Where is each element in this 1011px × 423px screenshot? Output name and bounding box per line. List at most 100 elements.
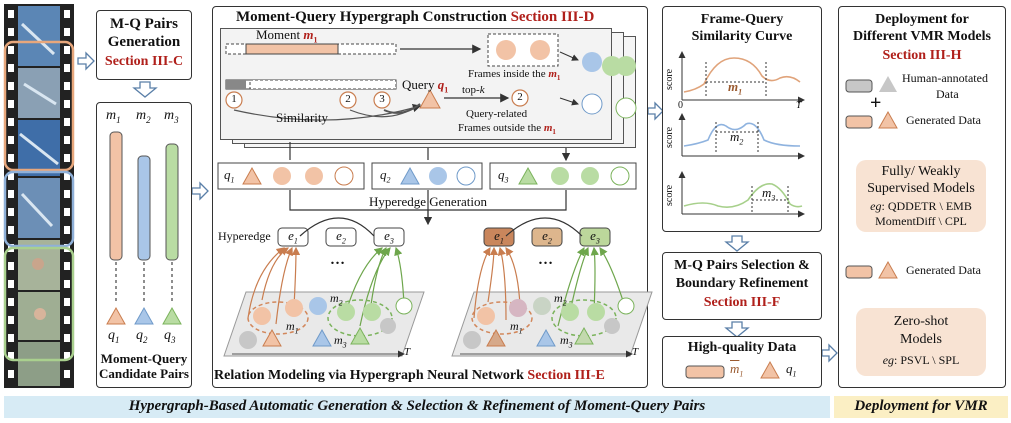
moment-1-highlight bbox=[3, 40, 75, 172]
deploy-title-2: Different VMR Models bbox=[853, 29, 991, 44]
arrow-selection-down bbox=[724, 321, 750, 338]
high-quality-data-box bbox=[662, 336, 822, 388]
hyperedge-e1-right bbox=[483, 227, 515, 247]
plus-sign: + bbox=[870, 92, 882, 114]
graph-m2-left: m2 bbox=[330, 291, 343, 308]
frames-inside-label: Frames inside the m1 bbox=[468, 68, 561, 83]
pair-q2-label: q2 bbox=[136, 328, 148, 345]
query-q1-triangle bbox=[419, 88, 441, 109]
bottom-banner-right bbox=[834, 396, 1008, 418]
moment-2-highlight bbox=[3, 170, 75, 248]
hyperedge-e3-left bbox=[373, 227, 405, 247]
zero-label-1: 0 bbox=[678, 100, 683, 111]
e3-right: e3 bbox=[590, 228, 600, 246]
pair-q1-label: q1 bbox=[108, 328, 120, 345]
zero-shot-panel bbox=[856, 308, 986, 376]
arrow-to-curve bbox=[647, 101, 664, 121]
hyperedge-e2-left bbox=[325, 227, 357, 247]
graph-m1-right: m1 bbox=[510, 319, 523, 336]
pair-q3-label: q3 bbox=[164, 328, 176, 345]
deploy-title-1: Deployment for bbox=[875, 12, 969, 27]
frame-node-2 bbox=[339, 91, 357, 109]
inside-frame-2 bbox=[530, 40, 550, 60]
curve-2 bbox=[683, 122, 801, 147]
arrow-to-deploy bbox=[821, 343, 838, 363]
film-strip-graphic bbox=[3, 6, 75, 386]
similarity-label: Similarity bbox=[276, 110, 328, 125]
moment-bar-2 bbox=[137, 155, 151, 261]
curve-m1: m1 bbox=[728, 79, 743, 97]
e3-left: e3 bbox=[384, 228, 394, 246]
hyperedge-e2-right bbox=[531, 227, 563, 247]
t-label-1: T bbox=[796, 100, 802, 111]
frame-node-3 bbox=[373, 91, 391, 109]
pairs-generation-title2: Generation bbox=[107, 34, 181, 50]
dots-right: … bbox=[538, 252, 553, 268]
query-related-label: Query-related bbox=[466, 108, 528, 120]
supervised-models-panel bbox=[856, 160, 986, 232]
frame-node-3-num: 3 bbox=[379, 93, 385, 105]
moment-bar-1 bbox=[109, 131, 123, 261]
e2-left: e2 bbox=[336, 228, 346, 246]
frames-outside-label: Frames outside the m1 bbox=[458, 122, 556, 137]
curve-1 bbox=[683, 57, 801, 93]
inside-frame-1 bbox=[496, 40, 516, 60]
hyperedge-label: Hyperedge bbox=[218, 229, 271, 243]
human-annotated-2: Data bbox=[936, 87, 959, 101]
video-film-strip bbox=[3, 4, 75, 388]
fully-eg-1: eg: QDDETR \ EMB bbox=[870, 199, 972, 213]
pairs-generation-box bbox=[96, 10, 192, 80]
selection-refinement-box bbox=[662, 252, 822, 320]
e1-left: e1 bbox=[288, 228, 298, 246]
fully-eg-2: MomentDiff \ CPL bbox=[875, 214, 967, 228]
row-q3-label: q3 bbox=[498, 167, 509, 185]
zero-title-1: Zero-shot bbox=[893, 314, 949, 329]
selection-title-1: M-Q Pairs Selection & bbox=[674, 258, 810, 273]
graph-m3-right: m3 bbox=[560, 333, 573, 350]
query-tri-2 bbox=[134, 306, 154, 325]
pairs-generation-section: Section III-C bbox=[104, 54, 184, 69]
query-tri-3 bbox=[162, 306, 182, 325]
frame-node-1-num: 1 bbox=[231, 93, 237, 105]
query-label: Query q1 bbox=[402, 77, 449, 95]
arrow-curve-down bbox=[724, 235, 750, 252]
human-annotated-1: Human-annotated bbox=[902, 71, 988, 85]
candidate-caption-2: Candidate Pairs bbox=[99, 366, 189, 381]
query-tri-1 bbox=[106, 306, 126, 325]
generated-data-1: Generated Data bbox=[906, 113, 981, 127]
moment-label: Moment m1 bbox=[256, 27, 318, 45]
banner-right-text: Deployment for VMR bbox=[854, 398, 988, 414]
film-perforations bbox=[8, 10, 70, 378]
graph-m1-left: m1 bbox=[286, 319, 299, 336]
deploy-section: Section III-H bbox=[882, 48, 962, 63]
pair-m2-label: m2 bbox=[136, 108, 151, 125]
fully-title-1: Fully/ Weakly bbox=[881, 164, 961, 179]
e2-right: e2 bbox=[542, 228, 552, 246]
moment-3-highlight bbox=[3, 246, 75, 362]
selection-title-2: Boundary Refinement bbox=[675, 276, 809, 291]
curve-3 bbox=[683, 183, 803, 208]
hyperedge-e3-right bbox=[579, 227, 611, 247]
curve-title-1: Frame-Query bbox=[700, 12, 784, 27]
dots-left: … bbox=[330, 252, 345, 268]
row-q1-label: q1 bbox=[224, 167, 235, 185]
graph-m2-right: m2 bbox=[554, 291, 567, 308]
generated-data-2: Generated Data bbox=[906, 263, 981, 277]
curve-m2: m2 bbox=[730, 129, 744, 147]
arrow-pairs-to-hypergraph bbox=[191, 181, 209, 201]
hq-title: High-quality Data bbox=[687, 340, 797, 355]
arrow-pairs-down bbox=[132, 81, 158, 98]
row-q2-label: q2 bbox=[380, 167, 391, 185]
hq-m-hat: m1 bbox=[730, 361, 744, 379]
query-related-node bbox=[511, 89, 529, 107]
construction-title: Moment-Query Hypergraph Construction Sec… bbox=[236, 9, 595, 25]
hq-q: q1 bbox=[786, 361, 797, 379]
fully-title-2: Supervised Models bbox=[867, 181, 975, 196]
hyperedge-e1-left bbox=[277, 227, 309, 247]
frame-node-2-num: 2 bbox=[345, 93, 351, 105]
hyperedge-generation-label: Hyperedge Generation bbox=[368, 194, 488, 209]
